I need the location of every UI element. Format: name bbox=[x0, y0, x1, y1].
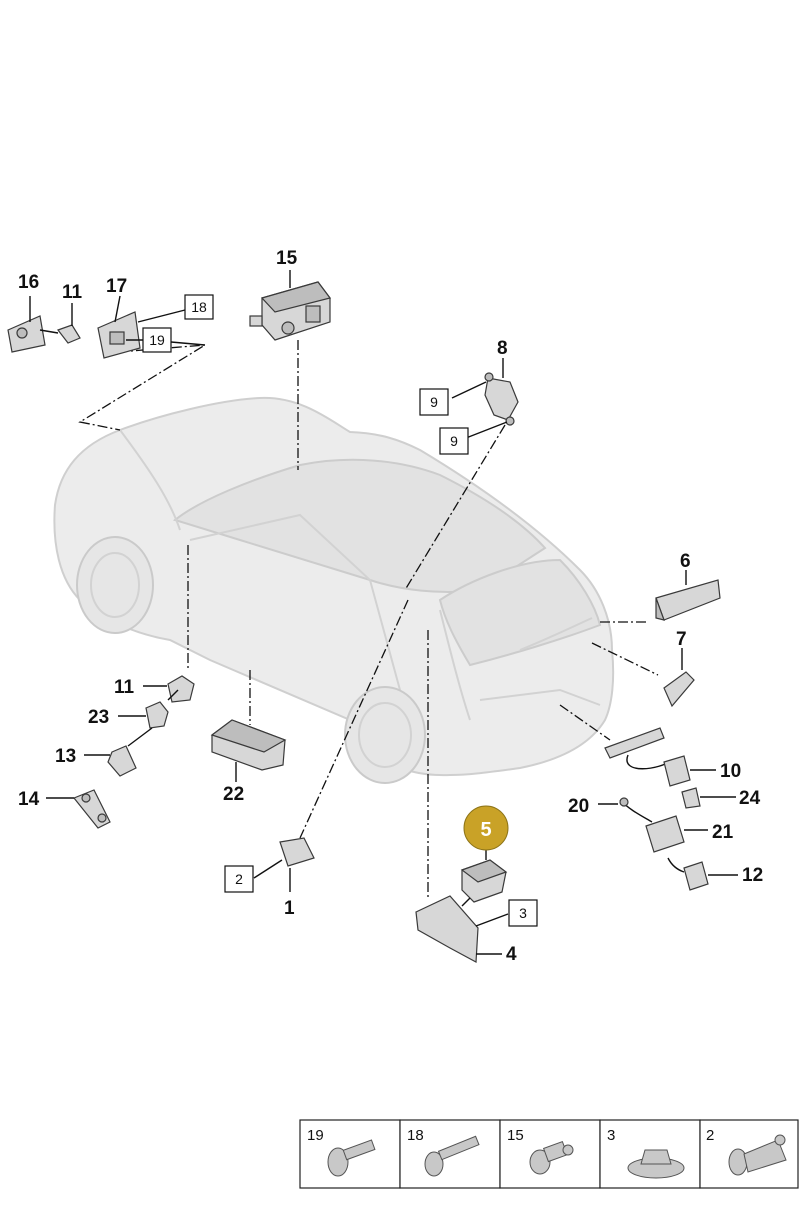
part-17-bracket[interactable] bbox=[97, 295, 141, 359]
legend-num-19: 19 bbox=[307, 1127, 324, 1144]
part-4-bracket[interactable] bbox=[415, 895, 509, 963]
legend-num-18: 18 bbox=[407, 1127, 424, 1144]
callout-20: 20 bbox=[568, 796, 589, 817]
callout-22: 22 bbox=[223, 784, 244, 805]
legend-num-3: 3 bbox=[607, 1127, 615, 1144]
callout-11-lower: 11 bbox=[114, 677, 135, 698]
box-19: 19 bbox=[149, 332, 165, 348]
callout-16: 16 bbox=[18, 272, 39, 293]
bolt-icon bbox=[424, 1135, 480, 1177]
callout-21: 21 bbox=[712, 822, 734, 843]
part-14-bracket[interactable] bbox=[46, 789, 111, 829]
expansion-rivet-icon bbox=[728, 1134, 787, 1176]
callout-4: 4 bbox=[506, 944, 517, 965]
callout-8: 8 bbox=[497, 338, 508, 359]
box-3: 3 bbox=[519, 905, 527, 921]
callout-6: 6 bbox=[680, 551, 691, 572]
callout-23: 23 bbox=[88, 707, 109, 728]
callout-7: 7 bbox=[676, 629, 687, 650]
highlighted-callout-5[interactable]: 5 bbox=[463, 805, 509, 851]
box-9-upper: 9 bbox=[430, 394, 438, 410]
hardware-legend: 19 18 15 3 2 bbox=[299, 1119, 799, 1189]
part-6-module[interactable] bbox=[655, 570, 721, 621]
part-8-sensor[interactable] bbox=[451, 358, 519, 439]
part-7-antenna[interactable] bbox=[663, 648, 695, 708]
callout-24: 24 bbox=[739, 788, 761, 809]
callout-13: 13 bbox=[55, 746, 76, 767]
callout-17: 17 bbox=[106, 276, 127, 297]
part-11-sensor-upper[interactable] bbox=[39, 303, 81, 344]
callout-12: 12 bbox=[742, 865, 763, 886]
part-11-sensor-lower[interactable] bbox=[143, 675, 195, 703]
callout-15: 15 bbox=[276, 248, 298, 269]
part-15-control-module[interactable] bbox=[249, 270, 332, 341]
callout-14: 14 bbox=[18, 789, 40, 810]
part-22-control-unit[interactable] bbox=[210, 719, 287, 782]
part-23-holder[interactable] bbox=[118, 689, 179, 729]
nut-icon bbox=[627, 1149, 685, 1179]
callout-5: 5 bbox=[480, 819, 491, 841]
part-24-connector[interactable] bbox=[681, 787, 736, 809]
callout-10: 10 bbox=[720, 761, 741, 782]
clip-icon bbox=[529, 1140, 574, 1175]
part-10-wiring-harness[interactable] bbox=[604, 727, 716, 787]
flange-bolt-icon bbox=[327, 1139, 376, 1177]
legend-num-2: 2 bbox=[706, 1127, 714, 1144]
part-16-trim-cover[interactable] bbox=[7, 296, 46, 353]
vehicle-illustration bbox=[53, 396, 615, 784]
part-5-control-unit[interactable] bbox=[460, 844, 508, 903]
leader-lines bbox=[78, 340, 659, 900]
part-12-connector[interactable] bbox=[667, 857, 738, 891]
boxed-labels: 18 19 9 9 2 3 bbox=[126, 294, 538, 927]
part-21-module[interactable] bbox=[645, 815, 708, 853]
box-2: 2 bbox=[235, 871, 243, 887]
box-9-lower: 9 bbox=[450, 433, 458, 449]
callout-1: 1 bbox=[284, 898, 295, 919]
part-1-switch[interactable] bbox=[253, 837, 315, 892]
callout-11-upper: 11 bbox=[62, 282, 83, 303]
legend-num-15: 15 bbox=[507, 1127, 524, 1144]
callout-labels: 16 11 17 15 8 6 7 11 23 13 14 22 10 20 2… bbox=[18, 248, 763, 965]
box-18: 18 bbox=[191, 299, 207, 315]
part-20-cable[interactable] bbox=[598, 797, 653, 823]
part-13-bracket[interactable] bbox=[84, 727, 153, 777]
